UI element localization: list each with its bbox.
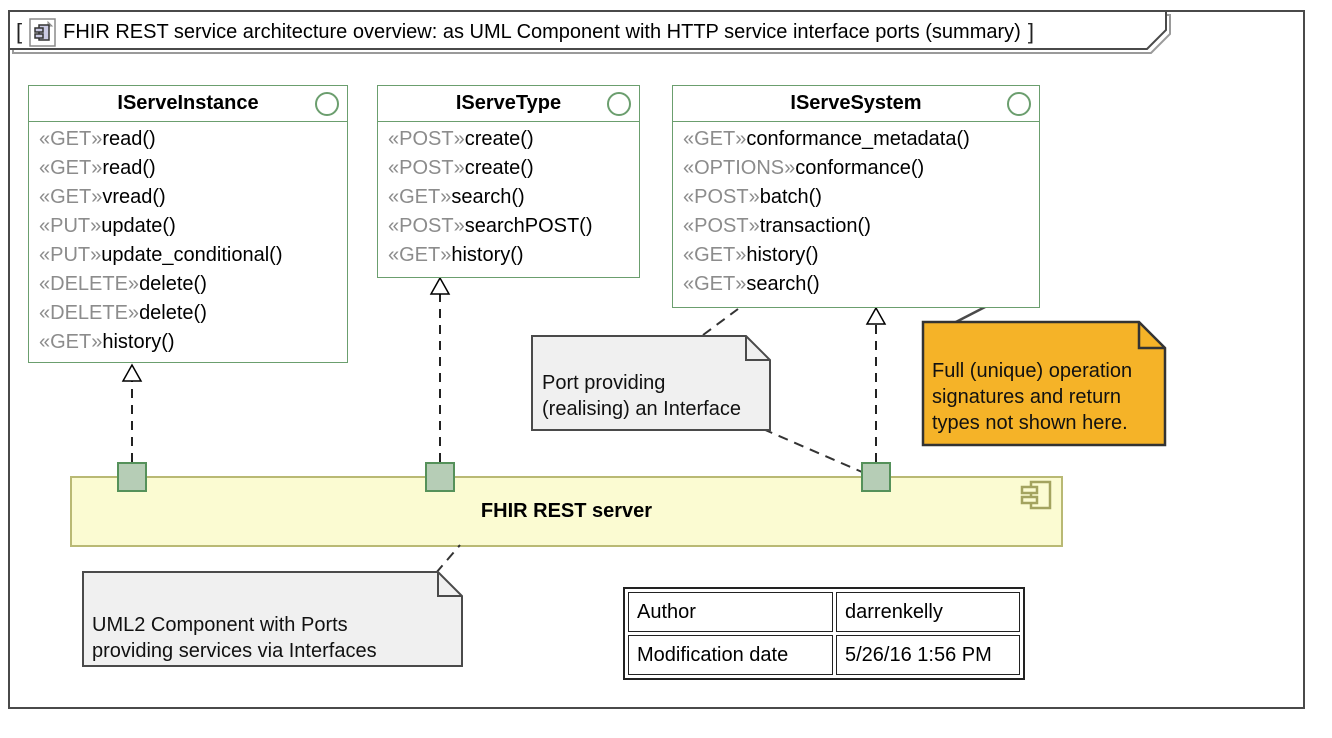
method-entry: «GET»history() xyxy=(39,328,341,357)
method-entry: «GET»search() xyxy=(683,270,1033,299)
interface-circle-icon xyxy=(315,92,339,116)
method-entry: «POST»transaction() xyxy=(683,212,1033,241)
note-port-text: Port providing (realising) an Interface xyxy=(542,370,741,422)
note-line: providing services via Interfaces xyxy=(92,640,377,662)
note-line: signatures and return xyxy=(932,386,1122,408)
method-stereotype: «POST» xyxy=(683,186,760,208)
method-stereotype: «GET» xyxy=(39,128,103,150)
method-entry: «PUT»update_conditional() xyxy=(39,241,341,270)
method-name: update() xyxy=(101,215,176,237)
note-line: Full (unique) operation xyxy=(932,360,1133,382)
method-entry: «GET»conformance_metadata() xyxy=(683,125,1033,154)
note-uml2-text: UML2 Component with Ports providing serv… xyxy=(92,612,377,664)
method-entry: «DELETE»delete() xyxy=(39,299,341,328)
method-name: conformance() xyxy=(795,157,925,179)
method-entry: «GET»read() xyxy=(39,125,341,154)
method-stereotype: «DELETE» xyxy=(39,302,140,324)
method-entry: «DELETE»delete() xyxy=(39,270,341,299)
method-entry: «GET»search() xyxy=(388,183,633,212)
method-entry: «POST»batch() xyxy=(683,183,1033,212)
method-name: read() xyxy=(102,157,156,179)
interface-box-iservesystem[interactable]: IServeSystem «GET»conformance_metadata()… xyxy=(672,85,1040,308)
method-name: update_conditional() xyxy=(101,244,283,266)
note-line: UML2 Component with Ports xyxy=(92,614,348,636)
metadata-label-author: Author xyxy=(628,592,833,632)
method-name: delete() xyxy=(139,273,207,295)
interface-name: IServeInstance xyxy=(117,92,259,114)
method-name: history() xyxy=(102,331,175,353)
interface-box-iserveinstance[interactable]: IServeInstance «GET»read()«GET»read()«GE… xyxy=(28,85,348,363)
method-stereotype: «GET» xyxy=(683,244,747,266)
method-stereotype: «GET» xyxy=(39,331,103,353)
method-name: create() xyxy=(464,128,534,150)
note-signatures-text: Full (unique) operation signatures and r… xyxy=(932,358,1132,436)
method-entry: «OPTIONS»conformance() xyxy=(683,154,1033,183)
method-name: history() xyxy=(746,244,819,266)
method-entry: «POST»create() xyxy=(388,125,633,154)
method-name: delete() xyxy=(139,302,207,324)
method-name: batch() xyxy=(759,186,822,208)
method-name: search() xyxy=(746,273,820,295)
note-line: (realising) an Interface xyxy=(542,398,741,420)
interface-header: IServeType xyxy=(378,86,639,122)
method-name: create() xyxy=(464,157,534,179)
method-stereotype: «GET» xyxy=(388,186,452,208)
interface-methods: «GET»conformance_metadata()«OPTIONS»conf… xyxy=(673,122,1039,299)
component-document-icon xyxy=(29,17,56,47)
interface-methods: «GET»read()«GET»read()«GET»vread()«PUT»u… xyxy=(29,122,347,357)
method-stereotype: «GET» xyxy=(39,186,103,208)
interface-methods: «POST»create()«POST»create()«GET»search(… xyxy=(378,122,639,270)
interface-circle-icon xyxy=(1007,92,1031,116)
method-name: transaction() xyxy=(759,215,871,237)
method-entry: «POST»create() xyxy=(388,154,633,183)
method-entry: «GET»history() xyxy=(388,241,633,270)
method-stereotype: «DELETE» xyxy=(39,273,140,295)
method-stereotype: «OPTIONS» xyxy=(683,157,796,179)
method-stereotype: «GET» xyxy=(39,157,103,179)
method-name: searchPOST() xyxy=(464,215,593,237)
method-name: conformance_metadata() xyxy=(746,128,970,150)
frame-title-close-bracket: ] xyxy=(1027,19,1034,44)
note-line: Port providing xyxy=(542,372,666,394)
interface-name: IServeType xyxy=(455,92,562,114)
method-entry: «GET»vread() xyxy=(39,183,341,212)
port-iservetype[interactable] xyxy=(425,462,455,492)
metadata-table[interactable]: Author darrenkelly Modification date 5/2… xyxy=(623,587,1025,680)
method-name: history() xyxy=(451,244,524,266)
interface-header: IServeInstance xyxy=(29,86,347,122)
method-entry: «PUT»update() xyxy=(39,212,341,241)
method-entry: «GET»history() xyxy=(683,241,1033,270)
method-entry: «POST»searchPOST() xyxy=(388,212,633,241)
method-stereotype: «GET» xyxy=(683,128,747,150)
method-stereotype: «POST» xyxy=(388,215,465,237)
method-stereotype: «POST» xyxy=(388,157,465,179)
frame-title: [ FHIR REST service architecture overvie… xyxy=(16,16,1034,48)
method-name: read() xyxy=(102,128,156,150)
interface-header: IServeSystem xyxy=(673,86,1039,122)
method-stereotype: «GET» xyxy=(683,273,747,295)
method-stereotype: «POST» xyxy=(683,215,760,237)
method-name: vread() xyxy=(102,186,166,208)
method-stereotype: «GET» xyxy=(388,244,452,266)
port-iservesystem[interactable] xyxy=(861,462,891,492)
metadata-value-author: darrenkelly xyxy=(836,592,1020,632)
method-stereotype: «PUT» xyxy=(39,215,102,237)
component-label: FHIR REST server xyxy=(480,500,653,522)
method-name: search() xyxy=(451,186,525,208)
method-entry: «GET»read() xyxy=(39,154,341,183)
frame-title-text: FHIR REST service architecture overview:… xyxy=(63,20,1021,43)
metadata-value-modification-date: 5/26/16 1:56 PM xyxy=(836,635,1020,675)
method-stereotype: «POST» xyxy=(388,128,465,150)
method-stereotype: «PUT» xyxy=(39,244,102,266)
interface-name: IServeSystem xyxy=(790,92,922,114)
interface-box-iservetype[interactable]: IServeType «POST»create()«POST»create()«… xyxy=(377,85,640,278)
port-iserveinstance[interactable] xyxy=(117,462,147,492)
metadata-label-modification-date: Modification date xyxy=(628,635,833,675)
component-fhir-rest-server[interactable]: FHIR REST server xyxy=(70,476,1063,547)
interface-circle-icon xyxy=(607,92,631,116)
note-line: types not shown here. xyxy=(932,412,1128,434)
frame-title-open-bracket: [ xyxy=(16,19,23,44)
